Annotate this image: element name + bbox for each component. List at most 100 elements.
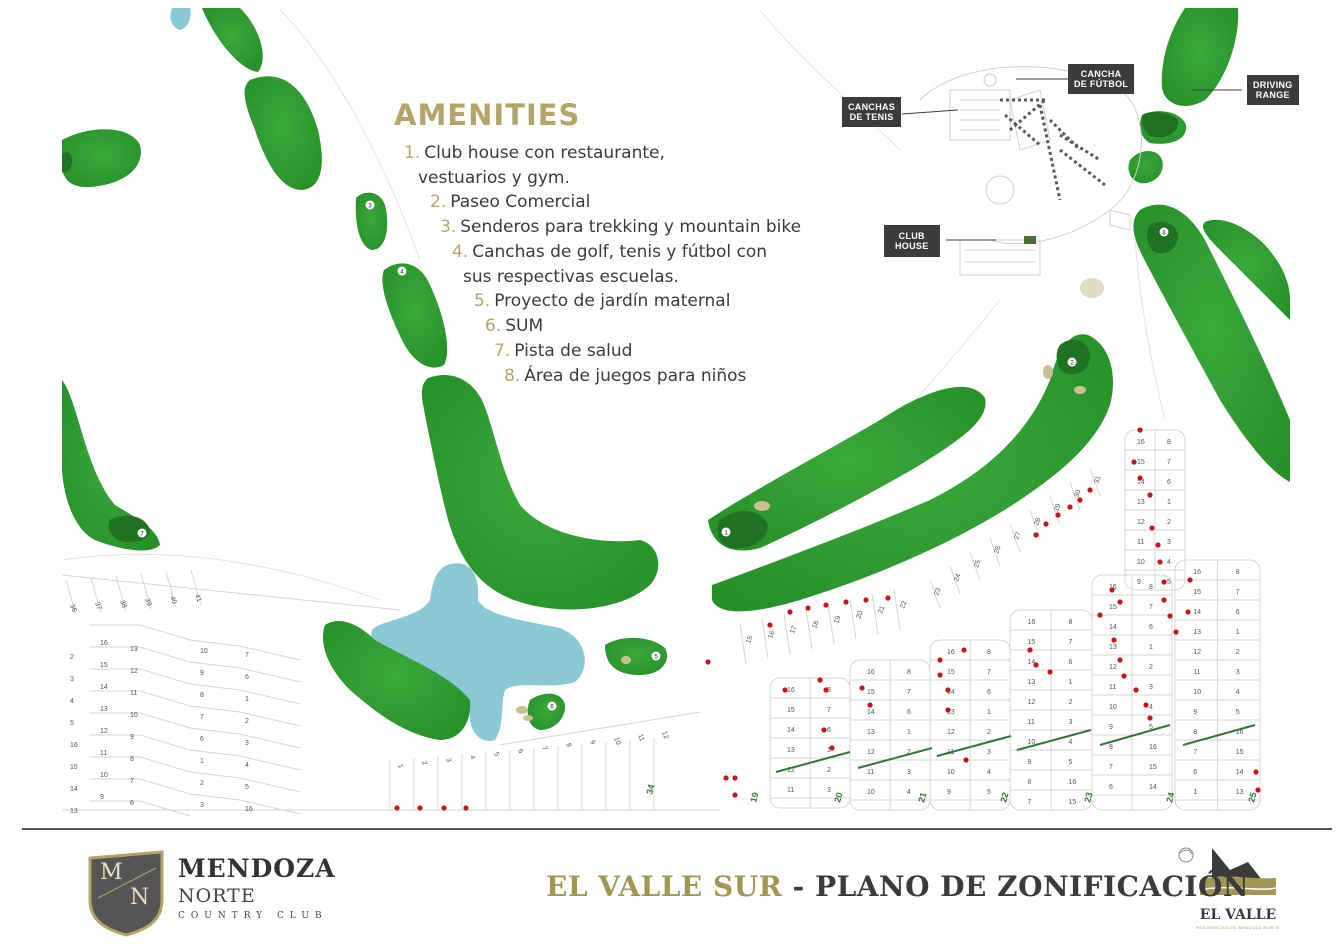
label-canchas-tenis: CANCHAS DE TENIS bbox=[842, 97, 902, 127]
lot-number: 16 bbox=[867, 669, 875, 676]
lot-number: 16 bbox=[70, 742, 78, 749]
pond-top bbox=[170, 8, 191, 30]
lot-number: 1 bbox=[987, 709, 991, 716]
reserved-lot-marker bbox=[1147, 492, 1153, 498]
lot-number: 38 bbox=[118, 599, 127, 609]
lot-number: 12 bbox=[787, 767, 795, 774]
lot-number: 21 bbox=[877, 605, 886, 615]
reserved-lot-marker bbox=[1047, 669, 1053, 675]
lot-number: 31 bbox=[1093, 475, 1102, 485]
lot-boundary bbox=[239, 777, 301, 793]
lot-number: 14 bbox=[867, 709, 875, 716]
amenity-text: Club house con restaurante, bbox=[424, 143, 665, 163]
amenity-text: Paseo Comercial bbox=[450, 192, 591, 212]
lot-boundary bbox=[189, 683, 241, 691]
label-cancha-futbol: CANCHA DE FÚTBOL bbox=[1068, 64, 1135, 94]
lot-number: 4 bbox=[1236, 689, 1240, 696]
lot-number: 9 bbox=[1193, 709, 1197, 716]
lot-boundary bbox=[783, 613, 791, 655]
reserved-lot-marker bbox=[1167, 613, 1173, 619]
label-leaders bbox=[901, 78, 1242, 241]
fairway-left-long bbox=[244, 76, 322, 190]
reserved-lot-marker bbox=[1111, 637, 1117, 643]
lot-number: 6 bbox=[827, 727, 831, 734]
lot-number: 15 bbox=[1193, 589, 1201, 596]
el-valle-subtitle: RESIDENCIAS DE MENDOZA NORTE bbox=[1196, 925, 1280, 930]
lot-boundary bbox=[139, 624, 191, 641]
brand-name: MENDOZA bbox=[178, 854, 336, 883]
lot-number: 4 bbox=[245, 762, 249, 769]
hole-number: 1 bbox=[724, 530, 728, 536]
lot-number: 2 bbox=[907, 749, 911, 756]
lot-number: 8 bbox=[1236, 569, 1240, 576]
amenity-text: Proyecto de jardín maternal bbox=[494, 291, 731, 311]
reserved-lot-marker bbox=[394, 805, 400, 811]
lot-number: 6 bbox=[907, 709, 911, 716]
lot-number: 2 bbox=[987, 729, 991, 736]
lot-boundary bbox=[65, 579, 77, 616]
el-valle-name: EL VALLE bbox=[1199, 907, 1277, 923]
lot-number: 9 bbox=[588, 739, 596, 745]
reserved-lot-marker bbox=[1147, 715, 1153, 721]
lot-number: 1 bbox=[1193, 789, 1197, 796]
lot-number: 5 bbox=[1167, 579, 1171, 586]
amenity-number: 1. bbox=[404, 143, 421, 163]
lot-number: 8 bbox=[827, 687, 831, 694]
lot-number: 11 bbox=[787, 787, 794, 794]
lot-boundary bbox=[139, 712, 191, 729]
reserved-lot-marker bbox=[787, 609, 793, 615]
reserved-lot-marker bbox=[1133, 687, 1139, 693]
reserved-lot-marker bbox=[821, 727, 827, 733]
lot-number: 1 bbox=[245, 696, 249, 703]
lot-number: 3 bbox=[444, 757, 452, 763]
block-number: 20 bbox=[832, 791, 844, 803]
reserved-lot-marker bbox=[1155, 542, 1161, 548]
lot-number: 4 bbox=[1149, 704, 1153, 711]
hole-number: 6 bbox=[550, 704, 554, 710]
amenity-item: 1.Club house con restaurante, bbox=[404, 143, 665, 163]
plan-title-separator: - bbox=[782, 870, 816, 903]
lot-boundary bbox=[139, 734, 191, 751]
fairway-mid-green bbox=[382, 263, 448, 368]
plan-title-part1: EL VALLE SUR bbox=[546, 870, 783, 903]
lot-number: 3 bbox=[827, 787, 831, 794]
hedge-lines bbox=[1000, 98, 1106, 201]
lot-number: 7 bbox=[130, 778, 134, 785]
lot-number: 6 bbox=[200, 736, 204, 743]
lot-boundary bbox=[189, 793, 241, 801]
lot-boundary bbox=[190, 569, 202, 606]
amenity-text: Pista de salud bbox=[514, 341, 633, 361]
lot-number: 8 bbox=[200, 692, 204, 699]
lot-number: 7 bbox=[1236, 589, 1240, 596]
reserved-lot-marker bbox=[1055, 512, 1061, 518]
hole-marker bbox=[721, 527, 731, 537]
lot-boundary bbox=[1049, 495, 1061, 525]
lot-number: 8 bbox=[1109, 744, 1113, 751]
lot-number: 14 bbox=[1109, 624, 1117, 631]
amenity-number: 7. bbox=[494, 341, 511, 361]
lot-boundary bbox=[499, 711, 701, 746]
amenity-item: 3.Senderos para trekking y mountain bike bbox=[440, 217, 801, 237]
lot-number: 15 bbox=[787, 707, 795, 714]
lot-number: 2 bbox=[1149, 664, 1153, 671]
lot-number: 3 bbox=[1149, 684, 1153, 691]
lot-boundary bbox=[61, 574, 401, 611]
lot-boundary bbox=[139, 668, 191, 685]
reserved-lot-marker bbox=[1161, 579, 1167, 585]
lot-number: 13 bbox=[100, 706, 108, 713]
lot-number: 15 bbox=[745, 635, 754, 645]
club-house-area bbox=[919, 66, 1142, 276]
amenity-number: 2. bbox=[430, 192, 447, 212]
lot-number: 16 bbox=[947, 649, 955, 656]
reserved-lot-marker bbox=[441, 805, 447, 811]
reserved-lot-marker bbox=[1121, 673, 1127, 679]
lot-number: 8 bbox=[1149, 584, 1153, 591]
reserved-lot-marker bbox=[732, 775, 738, 781]
reserved-lot-marker bbox=[945, 707, 951, 713]
lot-boundary bbox=[140, 573, 152, 610]
lot-number: 3 bbox=[70, 676, 74, 683]
lot-boundary bbox=[1089, 467, 1101, 497]
lot-boundary bbox=[189, 705, 241, 713]
lot-number: 14 bbox=[1028, 659, 1036, 666]
